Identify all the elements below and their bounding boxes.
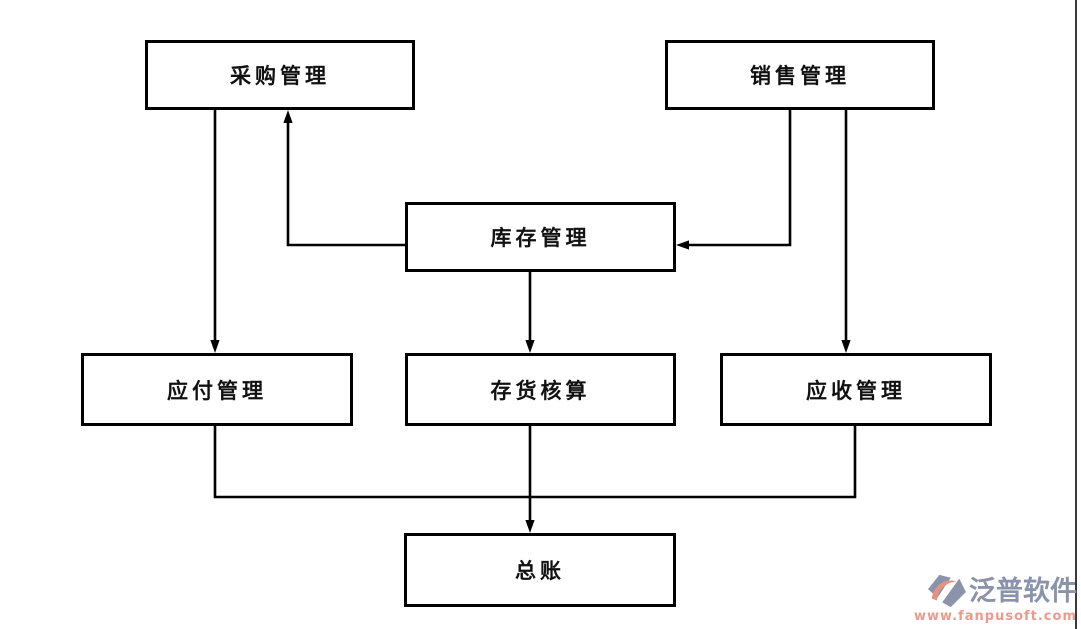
node-stock-accounting: 存货核算	[405, 353, 676, 426]
brand-url: www.fanpusoft.com	[913, 609, 1077, 624]
vendor-watermark: 泛普软件 www.fanpusoft.com	[914, 573, 1077, 623]
node-sales-management: 销售管理	[665, 40, 935, 110]
arrowhead-up-purchase	[283, 110, 293, 123]
arrowhead-left-inventory	[676, 240, 689, 250]
node-accounts-payable: 应付管理	[81, 353, 353, 426]
node-ledger-label: 总账	[515, 559, 565, 583]
brand-name: 泛普软件	[969, 575, 1077, 607]
page-edge-rule	[1075, 0, 1077, 629]
node-purchase-label: 采购管理	[230, 64, 330, 88]
fanpu-logo-icon	[928, 574, 966, 608]
node-accounts-receivable: 应收管理	[720, 353, 992, 426]
node-general-ledger: 总账	[404, 533, 676, 607]
edge-sales-to-inventory	[689, 110, 792, 247]
edge-inventory-to-purchase	[286, 123, 405, 247]
arrowhead-down-stock	[525, 340, 535, 353]
node-purchase-management: 采购管理	[145, 40, 415, 110]
node-receivable-label: 应收管理	[806, 378, 906, 403]
arrowhead-down-ledger	[525, 520, 535, 533]
node-sales-label: 销售管理	[750, 64, 850, 88]
node-inventory-label: 库存管理	[490, 226, 591, 250]
edge-collector-payable-receivable	[213, 426, 857, 499]
node-payable-label: 应付管理	[167, 378, 267, 403]
node-stock-label: 存货核算	[490, 378, 591, 403]
arrowhead-down-receivable	[841, 340, 851, 353]
node-inventory-management: 库存管理	[405, 202, 676, 272]
arrowhead-down-payable	[210, 340, 220, 353]
